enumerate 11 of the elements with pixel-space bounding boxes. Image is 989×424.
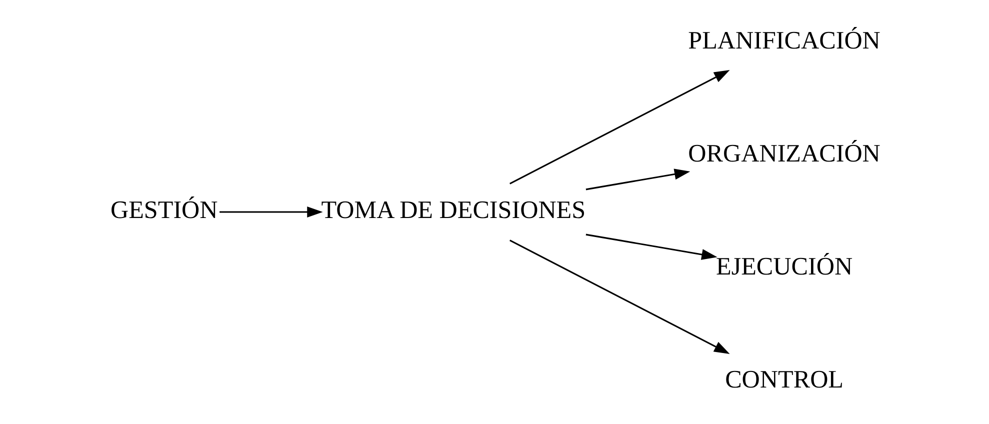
node-text: TOMA DE DECISIONES <box>320 196 586 224</box>
arrow <box>585 168 690 190</box>
arrow <box>509 70 730 184</box>
arrow <box>585 234 717 260</box>
node-text: EJECUCIÓN <box>716 253 852 280</box>
node-text: PLANIFICACIÓN <box>688 28 880 55</box>
arrow <box>509 240 730 354</box>
node-text: GESTIÓN <box>110 196 218 224</box>
node-text: ORGANIZACIÓN <box>688 140 880 168</box>
node-text: CONTROL <box>724 366 844 394</box>
arrow <box>219 206 322 218</box>
